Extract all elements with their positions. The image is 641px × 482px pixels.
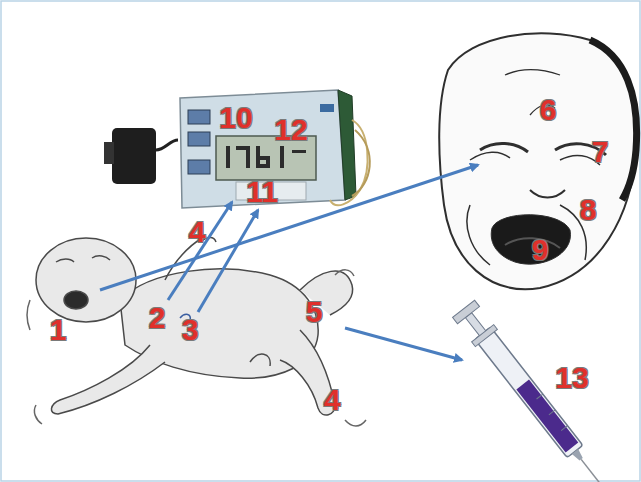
callout-number: 7 xyxy=(592,137,609,167)
drawing-part xyxy=(470,152,600,165)
drawing-part xyxy=(330,120,368,205)
drawing-part xyxy=(100,165,478,290)
callout-number: 4 xyxy=(189,217,206,247)
drawing-part xyxy=(530,190,565,198)
drawing-part xyxy=(352,130,370,196)
drawing-part xyxy=(188,110,210,124)
callout-number: 13 xyxy=(555,363,588,393)
drawing-part xyxy=(280,146,284,168)
drawing-part xyxy=(226,146,230,168)
drawing-part xyxy=(198,210,258,312)
drawing-part xyxy=(338,90,356,200)
drawing-part xyxy=(104,142,114,164)
drawing-part xyxy=(188,132,210,146)
drawing-part xyxy=(581,459,627,482)
pointer-arrows xyxy=(100,165,478,360)
crying-face xyxy=(439,33,636,289)
drawing-part xyxy=(537,394,568,430)
drawing-part xyxy=(467,205,586,265)
drawing-part xyxy=(112,128,156,184)
callout-number: 9 xyxy=(532,235,549,265)
drawing-part xyxy=(266,156,270,168)
callout-number: 6 xyxy=(540,95,557,125)
drawing-part xyxy=(36,238,136,322)
callout-number: 4 xyxy=(324,385,341,415)
callout-number: 2 xyxy=(149,303,166,333)
drawing-part xyxy=(292,150,306,153)
drawing-part xyxy=(56,256,110,262)
drawing-part xyxy=(537,394,543,399)
newborn-baby xyxy=(27,236,366,426)
drawing-part xyxy=(51,345,165,414)
drawing-part xyxy=(345,328,462,360)
callout-number: 10 xyxy=(219,103,252,133)
drawing-part xyxy=(188,160,210,174)
drawing-part xyxy=(491,215,570,264)
callout-number: 1 xyxy=(50,315,67,345)
callout-number: 5 xyxy=(306,297,323,327)
drawing-part xyxy=(156,140,178,150)
drawing-part xyxy=(27,300,42,424)
drawing-part xyxy=(472,325,498,347)
pulse-oximeter xyxy=(104,90,370,208)
drawing-part xyxy=(180,90,345,208)
syringe xyxy=(453,300,639,482)
drawing-part xyxy=(64,291,88,309)
drawing-part xyxy=(453,300,480,324)
drawing-part xyxy=(250,354,270,366)
drawing-part xyxy=(561,426,567,431)
callout-number: 11 xyxy=(246,177,278,207)
callout-number: 12 xyxy=(274,115,307,145)
callout-number: 3 xyxy=(182,315,199,345)
drawing-part xyxy=(226,146,306,168)
drawing-part xyxy=(246,146,250,168)
drawing-part xyxy=(590,40,637,200)
drawing-part xyxy=(439,33,636,289)
drawing-part xyxy=(320,104,334,112)
callout-number: 8 xyxy=(580,195,597,225)
drawing-part xyxy=(549,410,555,415)
